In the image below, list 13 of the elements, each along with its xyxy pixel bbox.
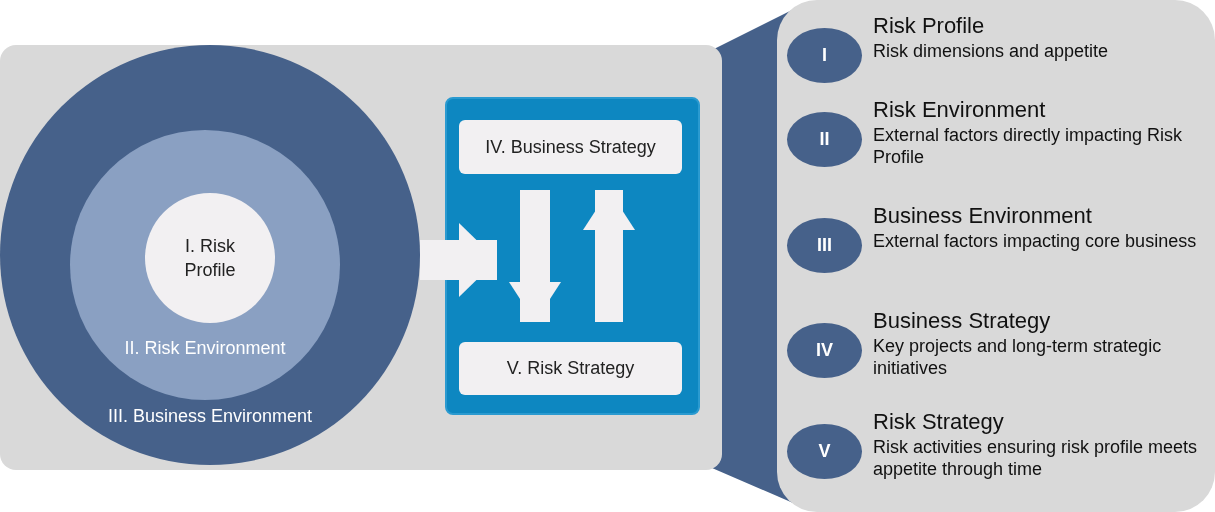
strategy-box: IV. Business Strategy — [459, 120, 682, 174]
item-description: Key projects and long-term strategic initiatives — [873, 335, 1163, 379]
item-description: Risk dimensions and appetite — [873, 40, 1110, 62]
item-description: External factors impacting core business — [873, 230, 1198, 252]
strategy-box: V. Risk Strategy — [459, 342, 682, 395]
node-label: I. Risk Profile — [183, 235, 237, 282]
node-label: II. Risk Environment — [123, 337, 287, 360]
node-label: III. Business Environment — [106, 405, 314, 428]
block-arrow — [583, 190, 635, 322]
item-description: External factors directly impacting Risk Profile — [873, 124, 1184, 168]
item-description: Risk activities ensuring risk profile meets appetite through time — [873, 436, 1199, 480]
block-arrow — [420, 223, 497, 297]
block-arrow — [509, 190, 561, 322]
